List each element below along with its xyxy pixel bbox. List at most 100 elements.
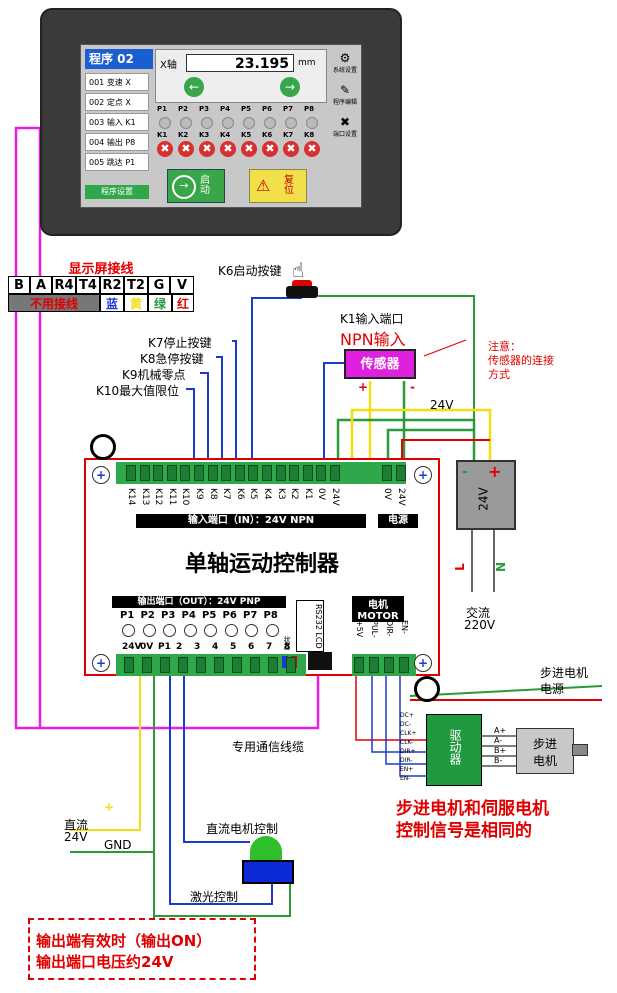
start-label: 启动 [200,175,210,196]
input-off-icon: ✖ [157,141,173,157]
screw-icon: + [92,466,110,484]
color-blue: 蓝 [100,294,124,312]
output-indicator-label: P6 [262,105,273,113]
port-settings-button[interactable]: ✖ 端口设置 [331,115,359,138]
program-item[interactable]: 001 变速 X [85,73,149,91]
motor-pul-wire [371,676,426,753]
output-terminal-slot [196,657,206,673]
sensor-minus: - [410,380,415,394]
program-edit-label: 程序编辑 [332,99,357,106]
program-item[interactable]: 002 定点 X [85,93,149,111]
p2-wire [183,676,250,843]
warning-icon: ⚠ [256,176,271,195]
driver-pin-label: DC+ [400,712,414,719]
output-led-icon [204,624,217,637]
stepper-power-green [409,685,603,697]
color-red: 红 [172,294,194,312]
status-led-blue [282,656,288,668]
program-title[interactable]: 程序 02 [85,49,153,69]
program-item[interactable]: 005 跳达 P1 [85,153,149,171]
input-indicator-label: K1 [157,131,168,139]
dc-voltage: 24V [64,830,88,844]
output-terminal-slot [286,657,296,673]
motor-header: 电机 MOTOR [352,596,404,622]
mount-hole-icon [90,434,116,460]
jog-left-icon[interactable]: ← [184,77,204,97]
lamp-green-wire [154,876,291,917]
output-indicator-icon [159,117,171,129]
input-indicator-label: K2 [178,131,189,139]
power-bar: 电源 [378,514,418,528]
stepper-note-2: 控制信号是相同的 [396,821,532,841]
output-led-icon [265,624,279,637]
dc-label: 直流 [64,818,89,832]
input-pin-label: K3 [275,488,286,500]
sensor-plus: + [358,380,369,394]
input-off-icon: ✖ [199,141,215,157]
program-item[interactable]: 003 输入 K1 [85,113,149,131]
start-arrow-icon: → [172,175,196,199]
npn-input-label: NPN输入 [340,330,406,349]
power-pin-label: 0V [382,488,392,500]
input-terminal-slot [234,465,245,481]
k9-wire [200,372,209,462]
input-port-bar: 输入端口（IN）：24V NPN [136,514,366,528]
gnd-label: GND [104,838,132,852]
axis-value-field[interactable]: 23.195 [186,54,294,72]
screw-icon: + [414,466,432,484]
output-led-label: P8 [263,610,278,621]
program-settings-button[interactable]: 程序设置 [85,185,149,199]
output-led-label: P3 [161,610,176,621]
output-terminal-slot [268,657,278,673]
reset-button[interactable]: ⚠ 复位 [249,169,307,203]
motor-en-wire [399,676,426,777]
ac-label: 交流 [466,606,491,620]
input-pin-label: K8 [207,488,218,500]
motor-winding-label: B- [494,756,503,765]
input-terminal-slot [194,465,204,481]
comm-cable-label: 专用通信线缆 [232,740,305,754]
program-item[interactable]: 004 输出 P8 [85,133,149,151]
system-settings-button[interactable]: ⚙ 系统设置 [331,51,359,74]
input-pin-label: K1 [302,488,313,500]
k6-start-button[interactable] [286,286,318,298]
psu-24v-wire [401,439,490,462]
dc-plus: + [104,800,115,814]
driver-pin-label: CLK- [400,739,414,746]
screw-icon: + [92,654,110,672]
input-pin-label: K4 [262,488,272,500]
psu-voltage: 24V [476,487,491,511]
psu-L: L [452,563,467,571]
ac-voltage: 220V [464,618,496,632]
start-button[interactable]: → 启动 [167,169,225,203]
input-terminal-slot [289,465,300,481]
psu-0v-wire [386,428,474,462]
input-pin-label: K11 [166,488,177,506]
motor-winding-label: B+ [494,746,507,755]
output-led-icon [122,624,135,637]
input-indicator-label: K6 [262,131,273,139]
power-terminal-slot [382,465,392,481]
output-terminal-slot [178,657,188,673]
k6-button-top[interactable] [292,280,312,288]
input-pin-label: K9 [194,488,204,500]
power-terminal-slot [396,465,406,481]
jog-right-icon[interactable]: → [280,77,300,97]
output-led-label: P2 [140,610,155,621]
screen-cable-pin: V [170,276,194,294]
screen-cable-pin: B [8,276,30,294]
output-pin-label: 4 [212,642,219,652]
input-terminal-slot [126,465,136,481]
k6-wire [251,297,302,462]
driver-pin-label: DIR+ [400,748,416,755]
program-edit-button[interactable]: ✎ 程序编辑 [331,83,359,106]
output-pin-label: 6 [248,642,255,652]
driver-pin-label: CLK+ [400,730,417,737]
k6-label: K6启动按键 [218,264,282,278]
k10-label: K10最大值限位 [96,384,180,398]
motor-dir-wire [385,676,426,765]
psu-plus: + [488,462,502,481]
axis-unit: mm [298,58,316,68]
sensor-arrow [423,339,467,357]
stepper-power-label-1: 步进电机 [540,666,589,680]
